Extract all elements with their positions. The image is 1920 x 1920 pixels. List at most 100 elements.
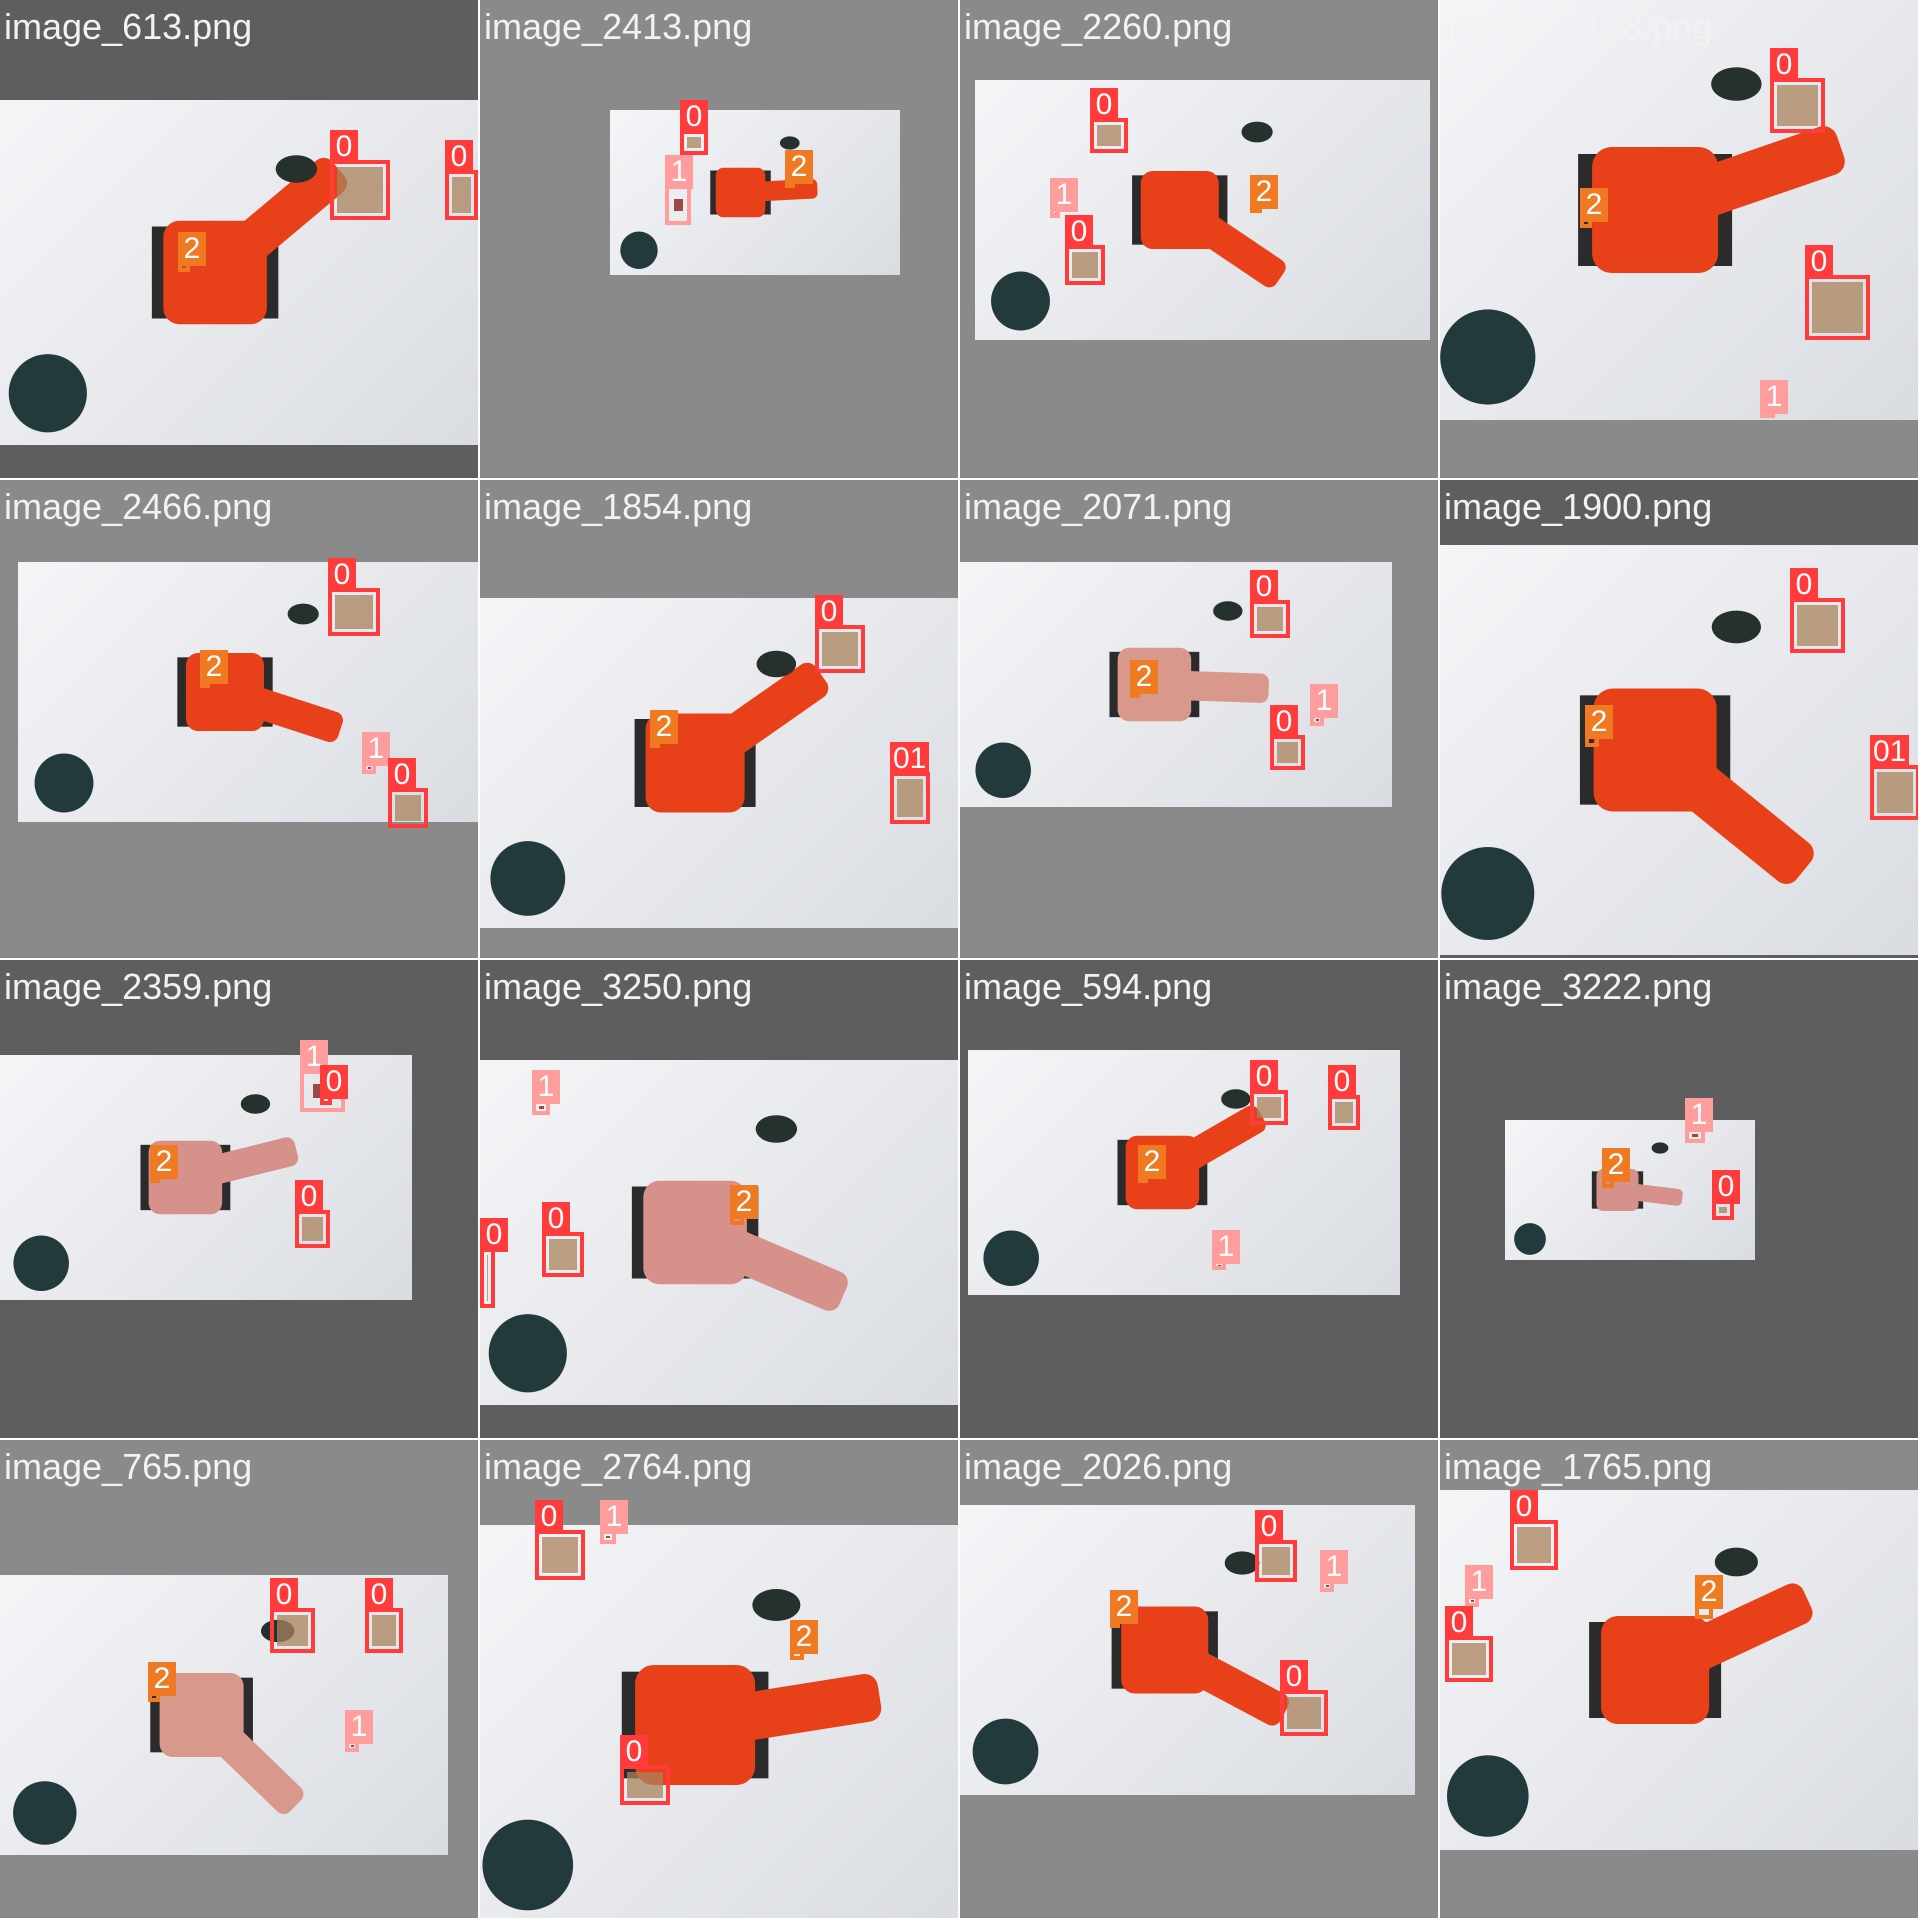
detected-object [1452, 1643, 1486, 1675]
workcell-photo [1440, 0, 1918, 420]
detection-box: 0 [295, 1180, 330, 1248]
operator-figure [8, 354, 87, 433]
robot-link [183, 1137, 299, 1191]
detection-box: 0 [1090, 88, 1128, 153]
class-label: 0 [1445, 1606, 1473, 1640]
detection-box: 0 [1510, 1490, 1558, 1570]
bag-object [1714, 1547, 1758, 1577]
detected-object [687, 137, 701, 148]
class-label: 2 [1138, 1145, 1166, 1179]
detection-box: 0 [480, 1218, 508, 1308]
operator-figure [1447, 1755, 1529, 1837]
class-label: 1 [1310, 684, 1338, 718]
detection-box: 0 [1445, 1606, 1493, 1682]
detected-object [1287, 1697, 1321, 1729]
robot-link [740, 178, 818, 203]
class-label: 2 [1130, 660, 1158, 694]
operator-figure [13, 1781, 77, 1845]
detection-box: 0 [1712, 1170, 1740, 1220]
workcell-photo [610, 110, 900, 275]
class-label: 2 [785, 150, 813, 184]
detection-box: 0 [542, 1202, 584, 1277]
operator-figure [13, 1235, 69, 1292]
operator-figure [983, 1230, 1039, 1287]
class-label: 2 [178, 232, 206, 266]
image-filename: image_2413.png [484, 6, 753, 47]
detected-object [367, 767, 371, 769]
detection-box: 0 [680, 100, 708, 155]
detected-object [549, 1239, 577, 1270]
detected-object [1877, 772, 1913, 813]
detection-box: 1 [300, 1040, 345, 1112]
detected-object [1325, 1585, 1329, 1587]
class-label: 1 [345, 1710, 373, 1744]
class-label: 2 [730, 1185, 758, 1219]
detected-object [1797, 605, 1838, 646]
image-filename: image_2260.png [964, 6, 1233, 47]
detected-object [606, 1535, 610, 1539]
detection-box: 01 [890, 742, 930, 824]
class-label: 0 [1250, 1060, 1278, 1094]
detection-box: 0 [620, 1735, 670, 1805]
bag-object [1224, 1551, 1260, 1575]
workcell-photo [1440, 545, 1918, 955]
detection-box: 0 [388, 758, 428, 828]
class-label: 1 [1465, 1565, 1493, 1599]
detection-box: 1 [665, 155, 693, 225]
class-label: 1 [1212, 1230, 1240, 1264]
image-filename: image_765.png [4, 1446, 253, 1487]
image-filename: image_2764.png [484, 1446, 753, 1487]
robot-arm [991, 121, 1286, 331]
workcell-photo [975, 80, 1430, 340]
detected-object [1517, 1527, 1551, 1563]
class-label: 2 [790, 1620, 818, 1654]
class-label: 1 [362, 732, 390, 766]
robot-link [693, 1674, 882, 1747]
operator-figure [1440, 309, 1536, 405]
image-filename: image_2359.png [4, 966, 273, 1007]
detection-box: 1 [1320, 1550, 1348, 1592]
detected-object [538, 1106, 544, 1109]
detection-box: 0 [320, 1065, 348, 1105]
detected-object [1777, 85, 1818, 126]
workcell-photo [960, 1505, 1415, 1795]
bag-object [275, 155, 318, 183]
detection-box: 0 [815, 595, 865, 673]
detection-box: 1 [362, 732, 390, 774]
detection-box: 1 [1310, 684, 1338, 726]
class-label: 01 [890, 742, 930, 776]
detection-box: 0 [1250, 570, 1290, 638]
robot-arm [972, 1551, 1290, 1785]
operator-figure [488, 1314, 567, 1393]
bag-object [1651, 1142, 1669, 1154]
robot-link [222, 679, 343, 743]
detected-object [1257, 1097, 1281, 1118]
detection-box: 2 [790, 1620, 818, 1660]
bag-object [240, 1094, 271, 1114]
bag-object [1711, 67, 1762, 101]
detection-box: 2 [650, 710, 678, 748]
detection-box: 0 [1805, 245, 1870, 340]
robot-arm [1440, 67, 1845, 405]
class-label: 0 [815, 595, 843, 629]
bag-object [1241, 121, 1273, 143]
bag-object [1711, 610, 1761, 644]
class-label: 2 [148, 1662, 176, 1696]
detected-object [487, 1255, 488, 1301]
workcell-photo [0, 100, 478, 445]
robot-arm [490, 650, 829, 916]
detected-object [1470, 1600, 1474, 1602]
robot-arm [13, 1619, 304, 1845]
bag-object [779, 136, 800, 150]
robot-arm [620, 136, 818, 269]
detected-object [277, 1615, 308, 1646]
detection-box: 1 [1760, 380, 1788, 418]
detection-box: 0 [1065, 215, 1105, 285]
detected-object [1072, 252, 1098, 278]
